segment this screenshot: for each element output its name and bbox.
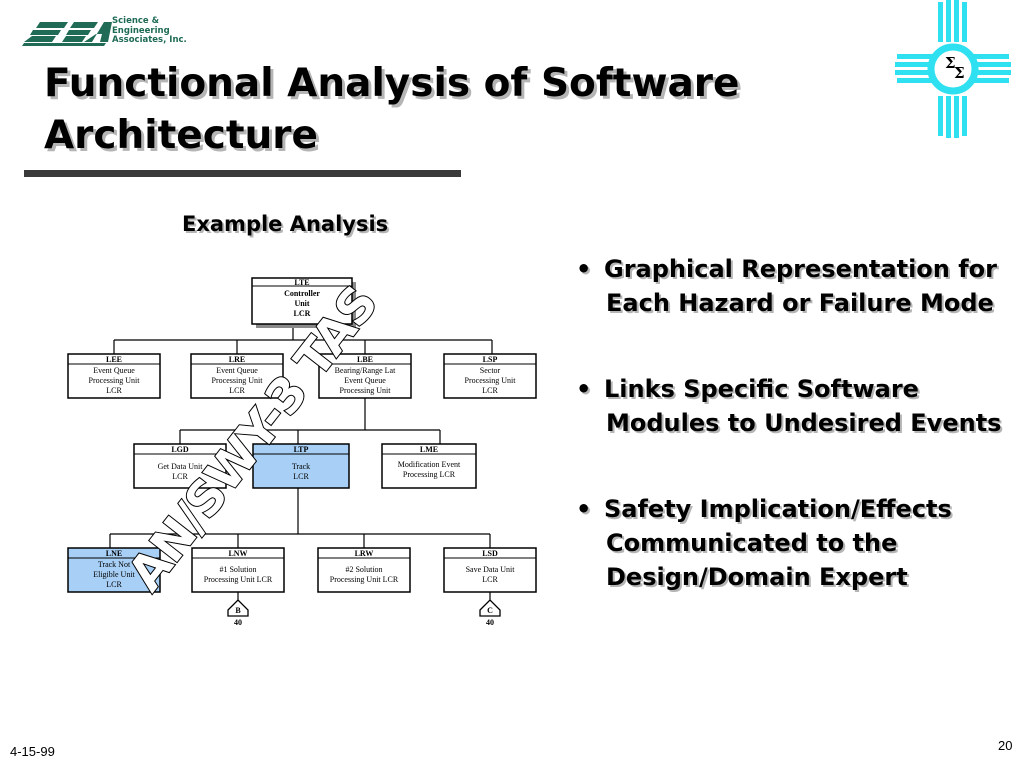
box-line: LCR xyxy=(482,575,498,584)
title-underline xyxy=(24,170,461,177)
diagram-box-ltp: LTP Track LCR xyxy=(252,443,350,489)
box-id: LRE xyxy=(229,355,245,364)
logo-line: Engineering xyxy=(112,25,170,36)
box-id: LBE xyxy=(357,355,373,364)
box-line: LCR xyxy=(172,472,188,481)
logo-text: Science & Engineering Associates, Inc. xyxy=(112,16,187,46)
box-line: Controller xyxy=(284,289,320,298)
sea-logo-icon xyxy=(22,22,112,46)
box-line: Event Queue xyxy=(216,366,258,375)
diagram-box-lre: LRE Event Queue Processing Unit LCR xyxy=(190,353,284,399)
zia-sun-symbol-icon: Σ Σ xyxy=(895,0,1011,138)
box-id: LME xyxy=(420,445,438,454)
footer-date: 4-15-99 xyxy=(10,744,55,759)
logo-line: Associates, Inc. xyxy=(112,35,187,45)
diagram-box-lee: LEE Event Queue Processing Unit LCR xyxy=(67,353,161,399)
box-line: Modification Event xyxy=(398,460,461,469)
box-line: Processing Unit LCR xyxy=(204,575,273,584)
diagram-box-lnw: LNW #1 Solution Processing Unit LCR xyxy=(191,547,285,593)
box-line: Processing LCR xyxy=(403,470,456,479)
diagram-box-lbe: LBE Bearing/Range Lat Event Queue Proces… xyxy=(318,353,412,399)
box-id: LSP xyxy=(483,355,498,364)
box-line: Track Not xyxy=(98,560,131,569)
connector-page: 40 xyxy=(234,618,242,627)
box-line: Processing Unit xyxy=(465,376,517,385)
box-id: LGD xyxy=(171,445,189,454)
connector-page: 40 xyxy=(486,618,494,627)
box-id: LTP xyxy=(294,445,309,454)
offpage-connector-b: B 40 xyxy=(227,599,249,627)
diagram-subtitle: Example Analysis xyxy=(182,212,389,236)
box-line: Get Data Unit xyxy=(158,462,204,471)
box-id: LNW xyxy=(228,549,247,558)
diagram-box-lsd: LSD Save Data Unit LCR xyxy=(443,547,537,593)
bullet-text: Graphical Representation for Each Hazard… xyxy=(604,255,997,317)
box-line: Processing Unit xyxy=(212,376,264,385)
box-line: Processing Unit xyxy=(340,386,392,395)
bullet-item: • Graphical Representation for Each Hazar… xyxy=(576,252,1008,320)
box-id: LRW xyxy=(355,549,374,558)
box-line: Unit xyxy=(294,299,309,308)
box-id: LSD xyxy=(482,549,498,558)
box-line: Eligible Unit xyxy=(93,570,135,579)
box-line: LCR xyxy=(229,386,245,395)
box-line: Event Queue xyxy=(344,376,386,385)
connector-label: B xyxy=(235,606,241,615)
box-id: LNE xyxy=(106,549,122,558)
bullet-list: • Graphical Representation for Each Hazar… xyxy=(576,252,1008,594)
box-line: Event Queue xyxy=(93,366,135,375)
diagram-box-lte: LTE Controller Unit LCR xyxy=(251,277,356,328)
logo-line: Science & xyxy=(112,16,160,26)
box-id: LEE xyxy=(106,355,122,364)
diagram-box-lme: LME Modification Event Processing LCR xyxy=(381,443,477,489)
diagram-box-lne: LNE Track Not Eligible Unit LCR xyxy=(67,547,161,593)
box-line: Sector xyxy=(480,366,501,375)
diagram-box-lsp: LSP Sector Processing Unit LCR xyxy=(443,353,537,399)
bullet-marker: • xyxy=(576,255,592,283)
box-id: LTE xyxy=(294,278,309,287)
box-line: #2 Solution xyxy=(345,565,382,574)
sigma-glyph: Σ xyxy=(945,54,956,72)
sigma-glyph: Σ xyxy=(954,64,965,82)
connector-lines xyxy=(109,328,493,600)
box-line: Save Data Unit xyxy=(466,565,516,574)
bullet-item: • Safety Implication/Effects Communicated… xyxy=(576,492,1008,594)
bullet-marker: • xyxy=(576,495,592,523)
page-number: 20 xyxy=(998,738,1013,753)
bullet-text: Links Specific Software Modules to Undes… xyxy=(604,375,1002,437)
box-line: LCR xyxy=(482,386,498,395)
software-architecture-diagram: LTE Controller Unit LCR LEE Event Queue … xyxy=(67,275,537,627)
box-line: #1 Solution xyxy=(219,565,256,574)
box-line: Track xyxy=(292,462,310,471)
box-line: LCR xyxy=(294,309,311,318)
offpage-connector-c: C 40 xyxy=(479,599,501,627)
slide-title: Functional Analysis of Software Architec… xyxy=(44,61,740,158)
box-line: LCR xyxy=(106,580,122,589)
bullet-item: • Links Specific Software Modules to Unde… xyxy=(576,372,1008,440)
box-line: Processing Unit xyxy=(89,376,141,385)
diagram-box-lrw: LRW #2 Solution Processing Unit LCR xyxy=(317,547,411,593)
box-line: Processing Unit LCR xyxy=(330,575,399,584)
diagram-box-lgd: LGD Get Data Unit LCR xyxy=(133,443,227,489)
box-line: Bearing/Range Lat xyxy=(335,366,396,375)
box-line: LCR xyxy=(106,386,122,395)
box-line: LCR xyxy=(293,472,309,481)
bullet-text: Safety Implication/Effects Communicated … xyxy=(604,495,952,591)
bullet-marker: • xyxy=(576,375,592,403)
connector-label: C xyxy=(487,606,493,615)
